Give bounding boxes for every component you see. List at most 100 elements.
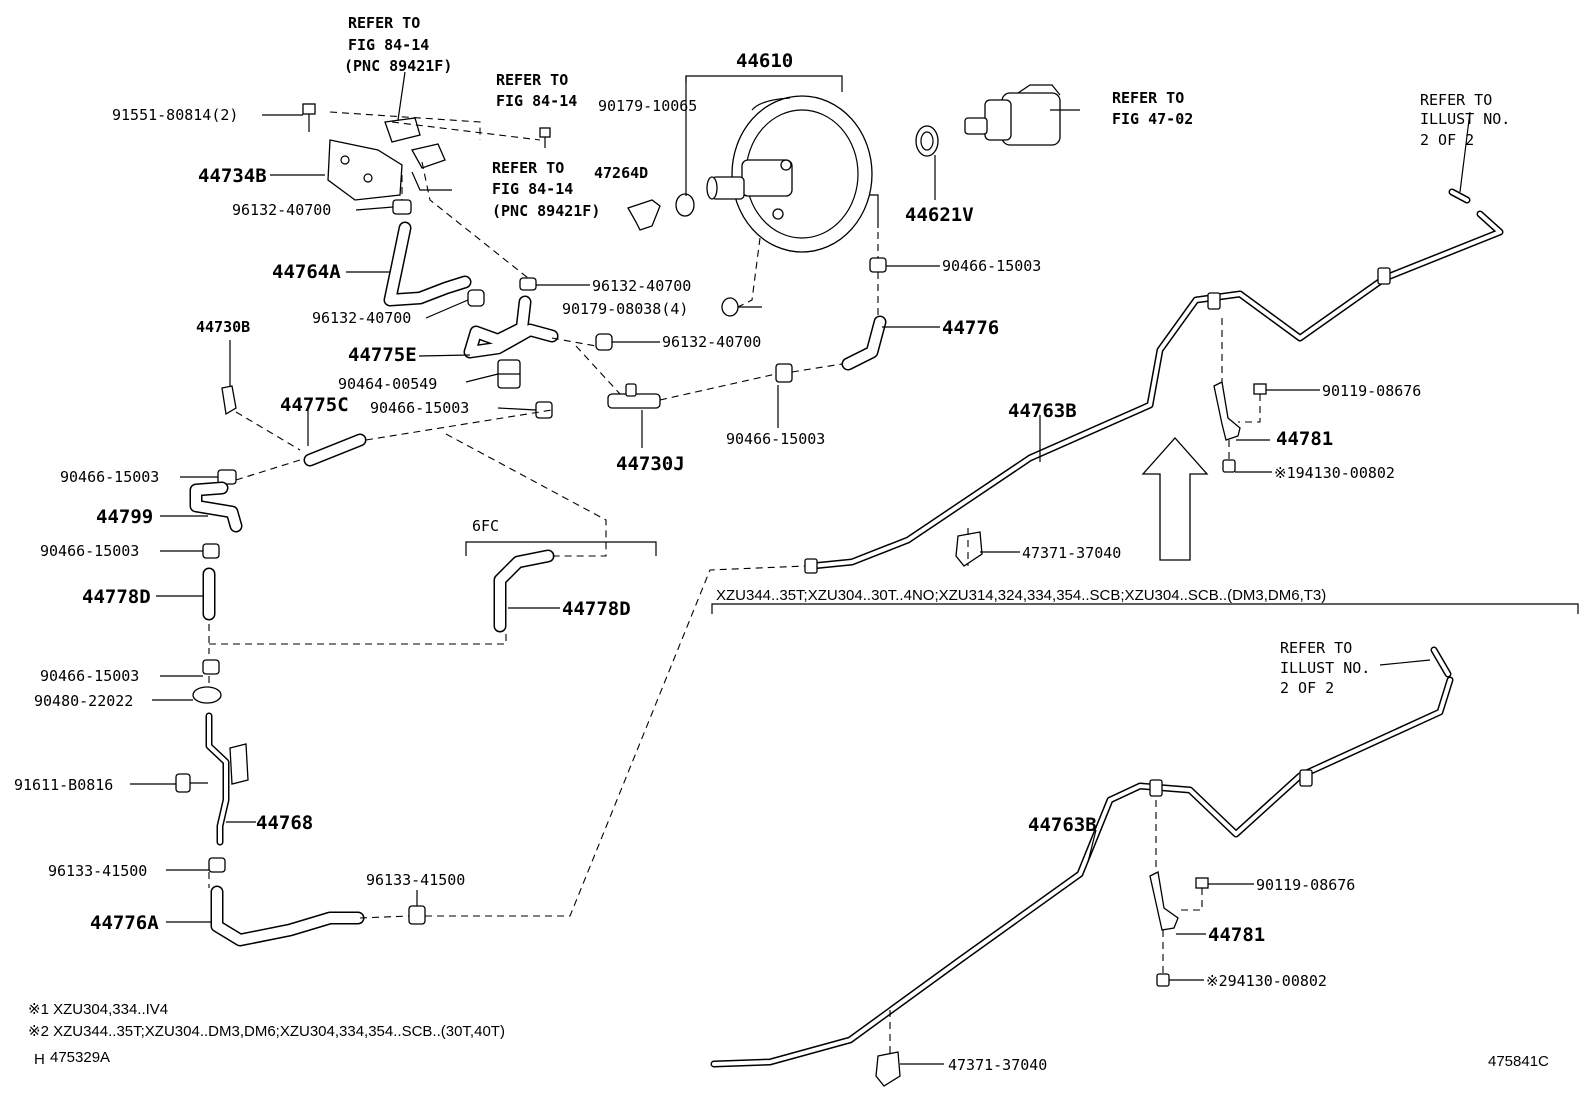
label-44775e: 44775E: [348, 344, 417, 366]
label-90179-10065: 90179-10065: [598, 97, 697, 115]
label-90119-08676-top: 90119-08676: [1322, 382, 1421, 400]
label-44763b-bottom: 44763B: [1028, 814, 1097, 836]
label-90119-08676-bottom: 90119-08676: [1256, 876, 1355, 894]
label-47371-37040-bottom: 47371-37040: [948, 1056, 1047, 1074]
label-line: REFER TO: [1112, 89, 1184, 107]
label-line: (PNC 89421F): [492, 202, 600, 220]
label-line: REFER TO: [1280, 639, 1352, 657]
label-90466-15003-d: 90466-15003: [60, 468, 159, 486]
pipe-44763b-top[interactable]: [804, 210, 1504, 574]
label-refer-84-14-pnc-a: REFER TO FIG 84-14 (PNC 89421F): [344, 14, 452, 75]
bracket-44781-bottom[interactable]: [1149, 871, 1209, 987]
figure-code: 475841C: [1488, 1053, 1549, 1070]
label-96133-41500-a: 96133-41500: [48, 862, 147, 880]
label-44734b: 44734B: [198, 165, 267, 187]
bracket-44734b[interactable]: [327, 139, 403, 201]
check-valve-44730j[interactable]: [607, 383, 661, 409]
label-47371-37040-top: 47371-37040: [1022, 544, 1121, 562]
dashed-connectors: [208, 111, 1261, 1056]
grommet-90480-22022[interactable]: [192, 686, 222, 704]
label-294130-00802: ※294130-00802: [1206, 972, 1327, 990]
label-96132-40700-d: 96132-40700: [662, 333, 761, 351]
label-refer-84-14-pnc-b: REFER TO FIG 84-14 (PNC 89421F): [492, 159, 600, 220]
label-line: FIG 84-14: [348, 36, 429, 54]
label-90466-15003-e: 90466-15003: [40, 542, 139, 560]
bracket-44781-top[interactable]: [1213, 381, 1267, 473]
label-line: FIG 47-02: [1112, 110, 1193, 128]
clamp-90466-15003-a[interactable]: [869, 257, 887, 273]
label-44764a: 44764A: [272, 261, 341, 283]
pipe-ref-illust-bottom: [1430, 646, 1452, 678]
clamp-90466-15003-e[interactable]: [202, 543, 220, 559]
bracket-44621v-seal[interactable]: [915, 125, 939, 157]
label-line: REFER TO: [348, 14, 420, 32]
label-44778d-a: 44778D: [82, 586, 151, 608]
bracket-47264d[interactable]: [627, 199, 661, 231]
hose-44776[interactable]: [841, 315, 887, 371]
label-90466-15003-a: 90466-15003: [942, 257, 1041, 275]
label-90464-00549: 90464-00549: [338, 375, 437, 393]
clamp-96132-40700-c[interactable]: [467, 289, 485, 307]
label-90179-08038: 90179-08038(4): [562, 300, 688, 318]
footnote-2: ※2 XZU344..35T;XZU304..DM3,DM6;XZU304,33…: [28, 1023, 505, 1040]
label-44730b: 44730B: [196, 318, 250, 336]
label-44776a: 44776A: [90, 912, 159, 934]
bracket-ref-84-14-a: [384, 117, 421, 143]
label-refer-illust-top: REFER TO ILLUST NO. 2 OF 2: [1420, 91, 1510, 149]
hose-44775e[interactable]: [463, 295, 559, 359]
label-90466-15003-b: 90466-15003: [370, 399, 469, 417]
label-44799: 44799: [96, 506, 153, 528]
label-line: REFER TO: [492, 159, 564, 177]
clamp-96132-40700-d[interactable]: [595, 333, 613, 351]
label-line: REFER TO: [1420, 91, 1492, 109]
label-90480-22022: 90480-22022: [34, 692, 133, 710]
label-91551-80814: 91551-80814(2): [112, 106, 238, 124]
label-line: (PNC 89421F): [344, 57, 452, 75]
brake-booster-44610[interactable]: [706, 95, 879, 253]
label-line: FIG 84-14: [496, 92, 577, 110]
hose-44776a[interactable]: [210, 885, 365, 947]
label-44730j: 44730J: [616, 453, 685, 475]
label-96132-40700-a: 96132-40700: [232, 201, 331, 219]
clip-47371-37040-top[interactable]: [955, 531, 983, 567]
clamp-96132-40700-a[interactable]: [392, 199, 412, 215]
bracket-44730b[interactable]: [221, 385, 237, 416]
label-line: 2 OF 2: [1420, 131, 1474, 149]
label-line: FIG 84-14: [492, 180, 573, 198]
bolt-ref-84-14: [539, 127, 551, 148]
label-44775c: 44775C: [280, 394, 349, 416]
clamp-96133-41500-b[interactable]: [408, 905, 426, 925]
nut-90179-08038[interactable]: [721, 297, 739, 317]
label-44781-top: 44781: [1276, 428, 1333, 450]
pipe-44768[interactable]: [205, 712, 249, 846]
hose-44764a[interactable]: [383, 221, 472, 307]
clamp-90466-15003-c[interactable]: [775, 363, 793, 383]
label-44778d-b: 44778D: [562, 598, 631, 620]
pipe-44763b-bottom[interactable]: [710, 676, 1454, 1068]
label-44621v: 44621V: [905, 204, 974, 226]
clamp-96133-41500-a[interactable]: [208, 857, 226, 873]
label-90466-15003-c: 90466-15003: [726, 430, 825, 448]
clamp-90466-15003-f[interactable]: [202, 659, 220, 675]
label-line: REFER TO: [496, 71, 568, 89]
label-refer-84-14: REFER TO FIG 84-14: [496, 71, 577, 110]
illustration-prefix: H: [34, 1051, 45, 1068]
clip-47371-37040-bottom[interactable]: [875, 1051, 901, 1087]
clip-90464-00549[interactable]: [497, 359, 521, 389]
bolt-91611-b0816[interactable]: [175, 773, 208, 793]
label-6fc: 6FC: [472, 517, 499, 535]
pipe-44799[interactable]: [189, 481, 243, 533]
label-96133-41500-b: 96133-41500: [366, 871, 465, 889]
label-96132-40700-c: 96132-40700: [592, 277, 691, 295]
leader-lines: [130, 71, 1579, 1065]
footnote-1: ※1 XZU304,334..IV4: [28, 1001, 168, 1018]
grommet-90179-10065[interactable]: [675, 193, 695, 217]
bolt-91551-80814[interactable]: [302, 103, 316, 132]
hose-44775c[interactable]: [303, 433, 367, 467]
hose-44778d-b[interactable]: [493, 549, 555, 633]
label-96132-40700-b: 96132-40700: [312, 309, 411, 327]
label-44610: 44610: [736, 50, 793, 72]
label-194130-00802: ※194130-00802: [1274, 464, 1395, 482]
clamp-96132-40700-b[interactable]: [519, 277, 537, 291]
label-44781-bottom: 44781: [1208, 924, 1265, 946]
